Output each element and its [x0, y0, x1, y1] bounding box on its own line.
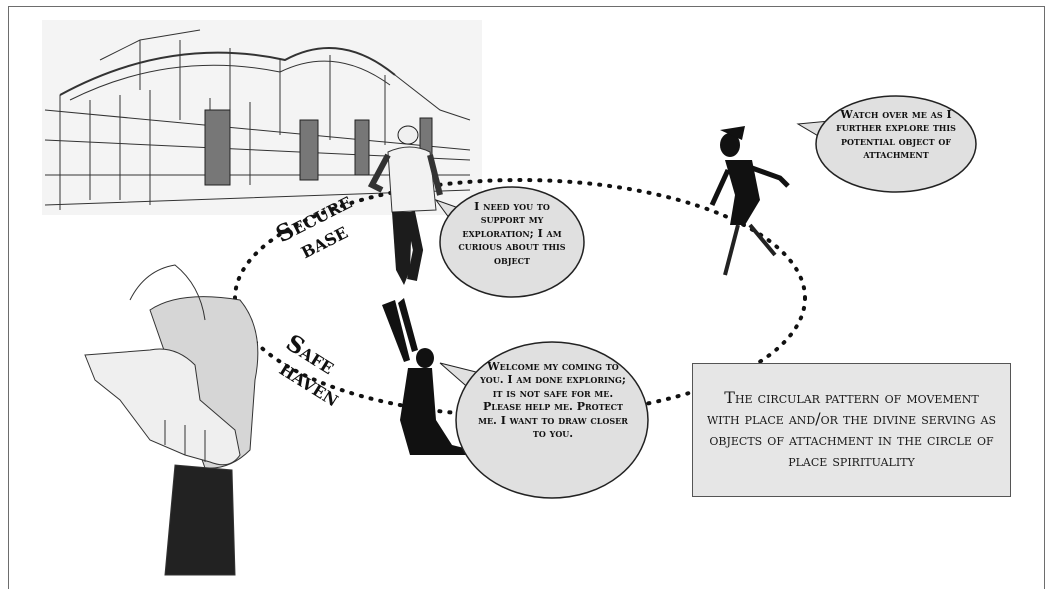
walking-woman-figure [712, 126, 788, 275]
bubble-watch-over-text: Watch over me as I further explore this … [830, 108, 962, 162]
open-hand-sketch [85, 265, 258, 575]
bubble-welcome-text: Welcome my coming to you. I am done expl… [478, 360, 628, 440]
bubble-need-support-text: I need you to support my exploration; I … [458, 200, 566, 267]
caption-text: The circular pattern of movement with pl… [707, 388, 997, 471]
caption-box: The circular pattern of movement with pl… [692, 363, 1011, 497]
